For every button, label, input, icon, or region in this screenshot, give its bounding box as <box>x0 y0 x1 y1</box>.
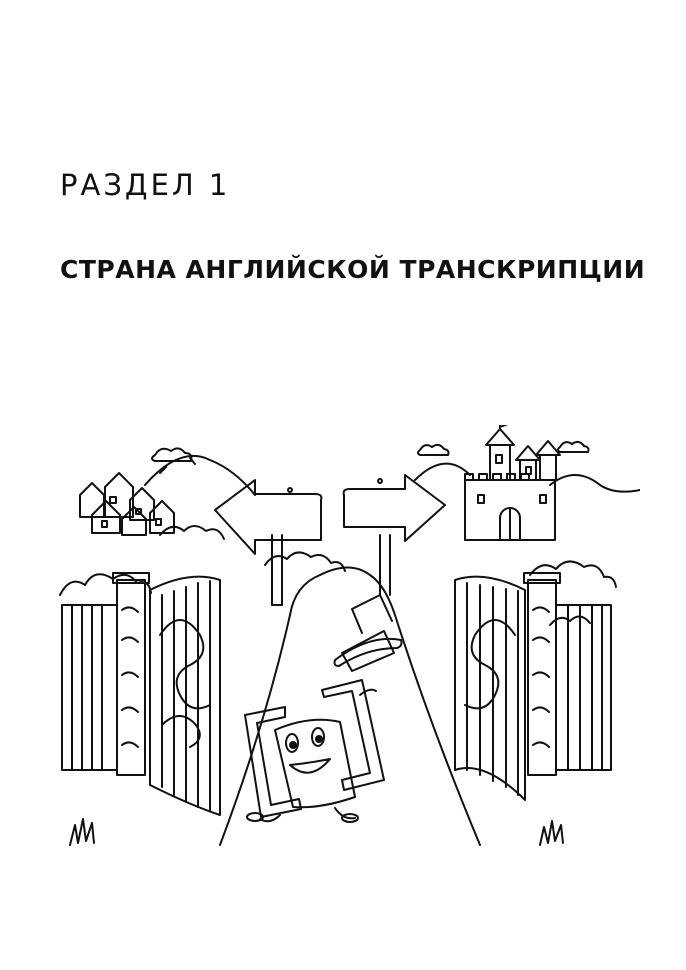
grass <box>69 818 564 846</box>
clouds <box>151 440 590 462</box>
castle <box>464 425 561 541</box>
signpost-left <box>214 479 323 606</box>
signpost-right <box>342 474 446 596</box>
bracket-mascot <box>244 594 403 823</box>
gate-left <box>149 575 221 816</box>
gates-illustration <box>59 425 640 846</box>
section-title: СТРАНА АНГЛИЙСКОЙ ТРАНСКРИПЦИИ <box>60 255 646 284</box>
road <box>219 566 481 846</box>
fence-right <box>523 572 612 776</box>
section-label: РАЗДЕЛ 1 <box>60 168 231 202</box>
gate-right <box>454 575 526 801</box>
village <box>79 472 175 536</box>
fence-left <box>61 572 150 776</box>
